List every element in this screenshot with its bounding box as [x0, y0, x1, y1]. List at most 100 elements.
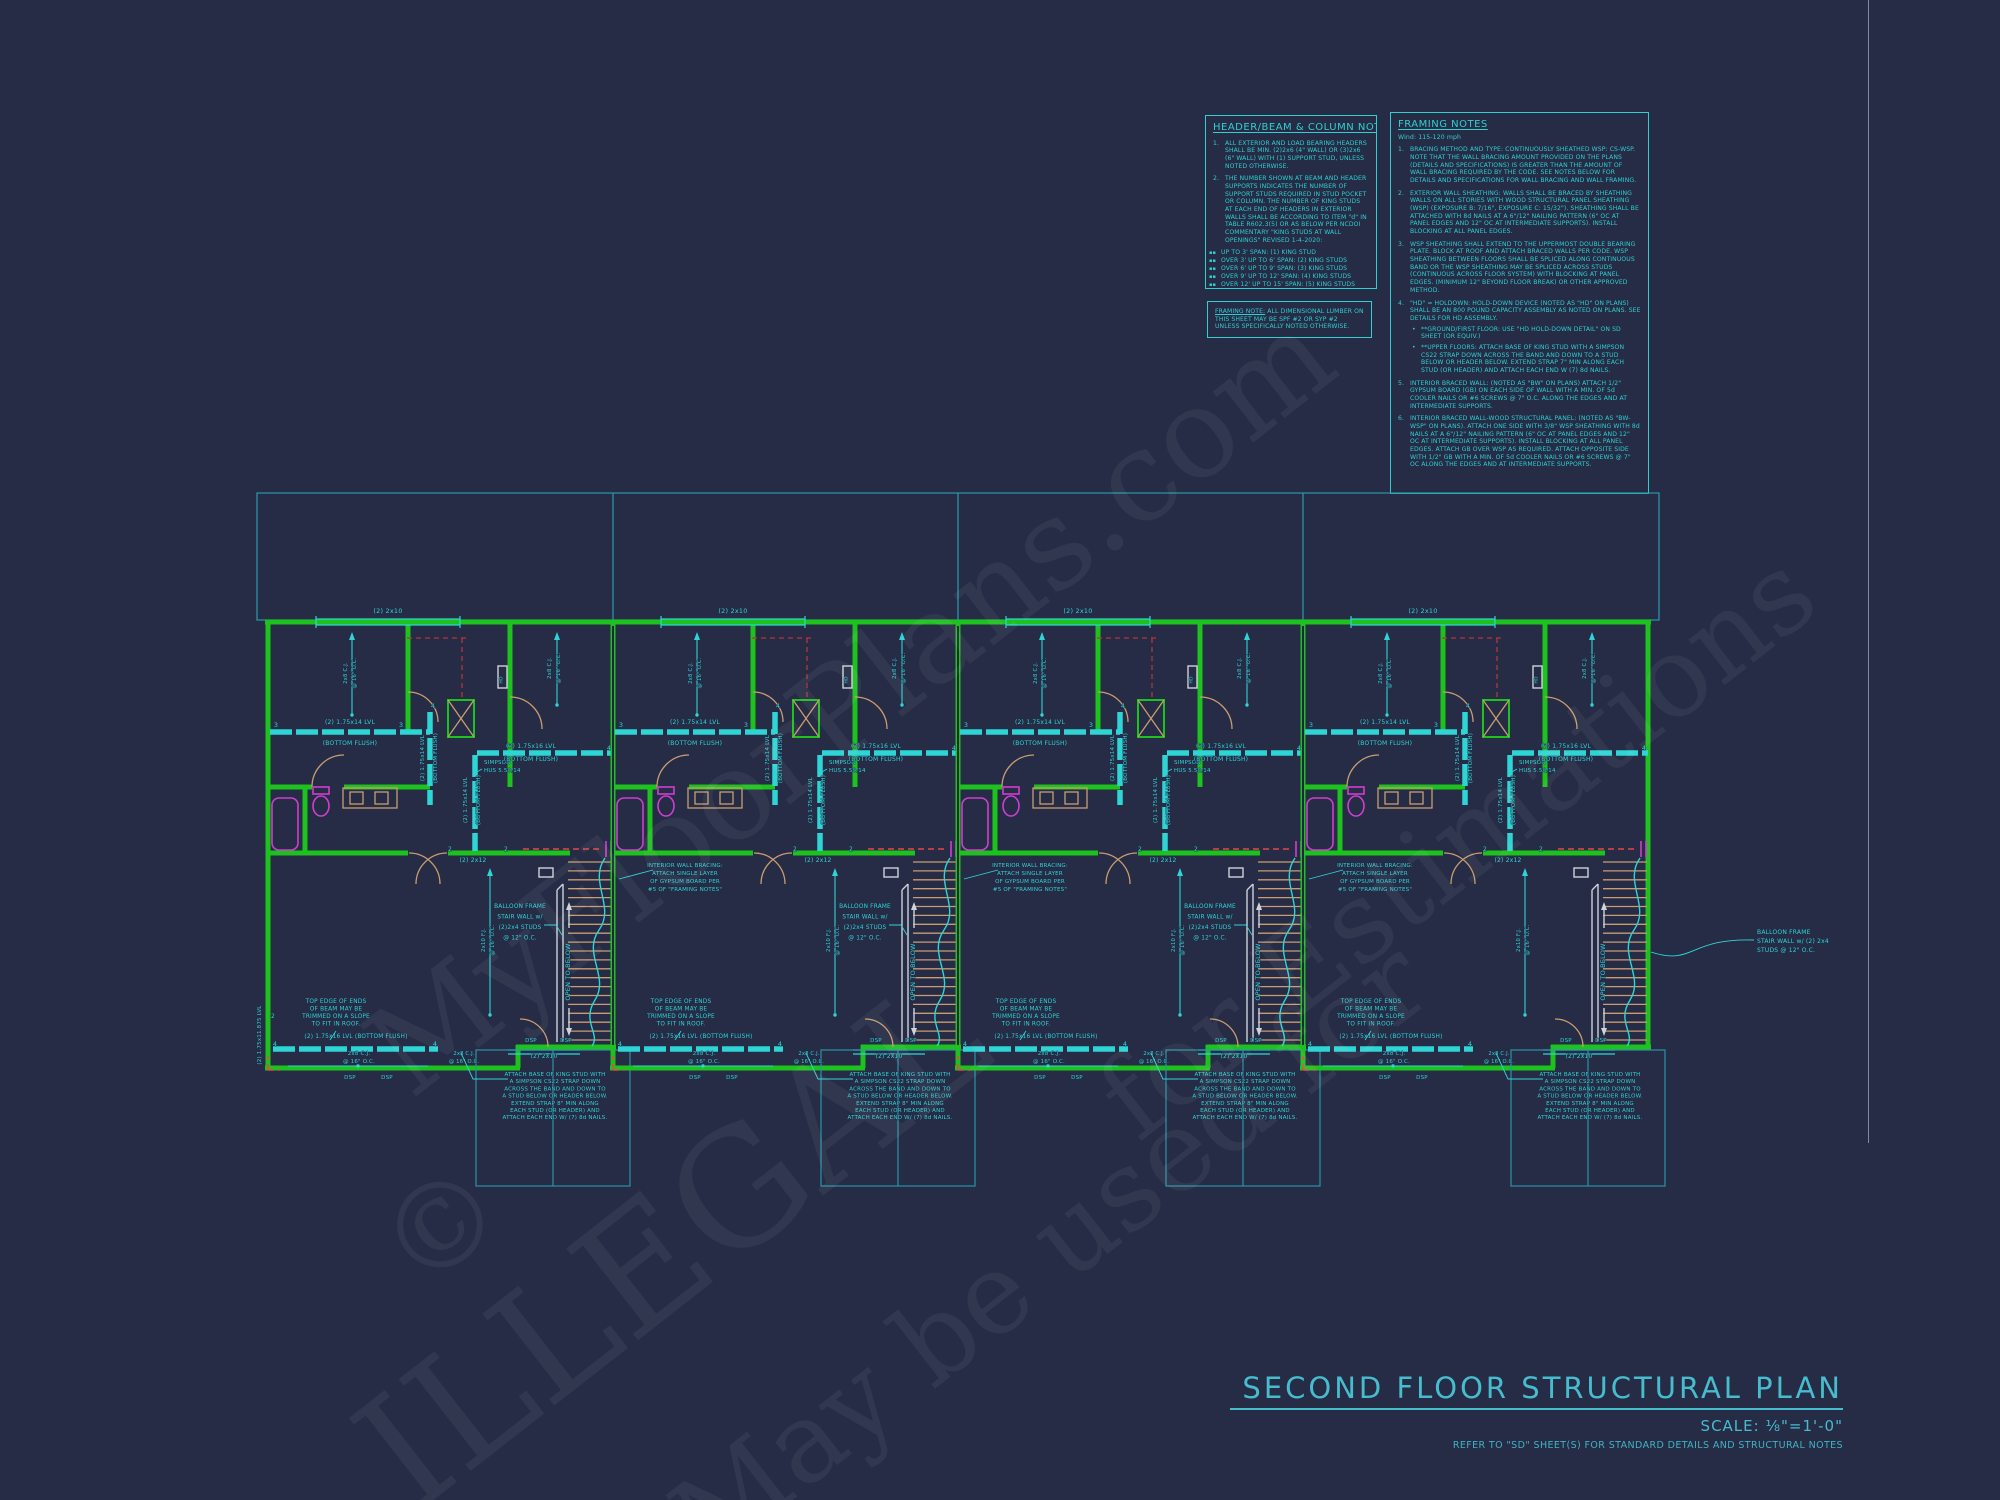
plan-label-balloon-3: @ 12" O.C. [1193, 936, 1227, 942]
plan-label-num4: 4 [952, 744, 956, 752]
plan-label-num4: 4 [778, 1040, 782, 1048]
plan-label-attach_base-2: ACROSS THE BAND AND DOWN TO [849, 1086, 951, 1092]
king-stud-span-row: ▪▪OVER 12' UP TO 15' SPAN: (5) KING STUD… [1209, 281, 1369, 288]
note-item: 6.INTERIOR BRACED WALL-WOOD STRUCTURAL P… [1398, 415, 1641, 469]
plan-label-attach_base-0: ATTACH BASE OF KING STUD WITH [1540, 1072, 1641, 1078]
plan-label-lbl_hd: HD [1534, 676, 1540, 684]
plan-label-lbl_simpson1: SIMPSON [829, 760, 856, 766]
note-item: 1. BRACING METHOD AND TYPE: CONTINUOUSLY … [1398, 146, 1641, 184]
bullet-icon: ▪▪ [1209, 266, 1216, 273]
plan-label-lbl_lvl16_3: (3) 1.75x16 LVL [1541, 743, 1591, 750]
plan-label-lbl_2x10: (2) 2x10 [1408, 607, 1437, 615]
note-item-number: 3. [1398, 240, 1405, 248]
note-subitem: •**GROUND/FIRST FLOOR: USE "HD HOLD-DOWN… [1412, 326, 1641, 341]
plan-label-lbl_cj1: 2x8 C.J. [343, 662, 349, 684]
plan-label-top_edge-3: TO FIT IN ROOF. [1001, 1022, 1051, 1028]
plan-label-lbl_cj2: @ 16" O.C. [352, 657, 358, 688]
plan-label-attach_base-6: ATTACH EACH END W/ (7) 8d NAILS. [1538, 1115, 1643, 1121]
plan-label-interior_bracing-3: #5 OF "FRAMING NOTES" [648, 887, 722, 893]
plan-label-attach_base-3: A STUD BELOW OR HEADER BELOW. [1192, 1094, 1297, 1100]
note-subitem-text: **UPPER FLOORS: ATTACH BASE OF KING STUD… [1421, 343, 1625, 374]
note-item: 1.ALL EXTERIOR AND LOAD BEARING HEADERS … [1213, 140, 1369, 171]
plan-label-lbl_cj1: 2x8 C.J. [892, 657, 898, 679]
plan-label-lbl_cj1: 2x8 C.J. [1038, 1051, 1061, 1057]
plan-label-balloon-0: BALLOON FRAME [1184, 904, 1236, 910]
plan-label-num4: 4 [273, 1040, 277, 1048]
plan-label-lbl_simpson1: SIMPSON [1174, 760, 1201, 766]
plan-label-lbl_lvl14: (2) 1.75x14 LVL [325, 719, 375, 726]
plan-label-lbl_lvl14: (2) 1.75x14 LVL [1015, 719, 1065, 726]
plan-label-attach_base-0: ATTACH BASE OF KING STUD WITH [1195, 1072, 1296, 1078]
plan-label-attach_base-2: ACROSS THE BAND AND DOWN TO [1539, 1086, 1641, 1092]
plan-label-lbl_dsp: DSP [1034, 1075, 1046, 1081]
plan-label-attach_base-0: ATTACH BASE OF KING STUD WITH [850, 1072, 951, 1078]
plan-label-top_edge-0: TOP EDGE OF ENDS [305, 999, 367, 1005]
plan-label-num4: 4 [1642, 744, 1646, 752]
note-item-text: WSP SHEATHING SHALL EXTEND TO THE UPPERM… [1410, 241, 1641, 295]
plan-label-lbl_cj1: 2x8 C.J. [1237, 657, 1243, 679]
notes-box-title: HEADER/BEAM & COLUMN NOTES [1213, 122, 1377, 133]
framing-note-text: ALL DIMENSIONAL LUMBER ON THIS SHEET MAY… [1215, 308, 1364, 331]
plan-label-top_edge-3: TO FIT IN ROOF. [656, 1022, 706, 1028]
bullet-icon: ▪▪ [1209, 250, 1216, 257]
plan-label-lbl_bottom_flush: (BOTTOM FLUSH) [1123, 733, 1129, 783]
plan-label-num4: 4 [963, 1040, 967, 1048]
plan-label-interior_bracing-1: ATTACH SINGLE LAYER [652, 871, 718, 877]
plan-label-num2: 2 [1138, 846, 1142, 853]
plan-label-lbl_bottom_flush: (BOTTOM FLUSH) [433, 733, 439, 783]
note-line: STAIR WALL w/ (2) 2x4 [1757, 938, 1829, 945]
attic-outline [256, 492, 1660, 621]
plan-label-lbl_fj1: 2x10 F.J. [826, 928, 832, 952]
plan-label-top_edge-0: TOP EDGE OF ENDS [1340, 999, 1402, 1005]
plan-label-lbl_dsp: DSP [1071, 1075, 1083, 1081]
note-item-text: INTERIOR BRACED WALL-WOOD STRUCTURAL PAN… [1410, 415, 1641, 469]
plan-label-lbl_cj1: 2x8 C.J. [1143, 1051, 1165, 1057]
plan-label-lbl_bottom_flush: (BOTTOM FLUSH) [1468, 733, 1474, 783]
note-item-paragraph: WSP SHEATHING SHALL EXTEND TO THE UPPERM… [1410, 240, 1636, 294]
plan-label-attach_base-2: ACROSS THE BAND AND DOWN TO [1194, 1086, 1296, 1092]
plan-label-lbl_cj1: 2x8 C.J. [1033, 662, 1039, 684]
plan-label-interior_bracing-2: OF GYPSUM BOARD PER [995, 879, 1065, 885]
plan-label-num4: 4 [1123, 1040, 1127, 1048]
plan-label-lbl_fj2: @ 16" O.C. [1180, 924, 1186, 955]
plan-label-lbl_fj1: 2x10 F.J. [481, 928, 487, 952]
plan-label-lbl_dsp: DSP [1379, 1075, 1391, 1081]
plan-label-top_edge-1: OF BEAM MAY BE [1000, 1007, 1053, 1013]
plan-label-lbl_cj1: 2x8 C.J. [1383, 1051, 1406, 1057]
sheet-title: SECOND FLOOR STRUCTURAL PLAN [1230, 1371, 1843, 1410]
notes-box-title: FRAMING NOTES [1398, 119, 1488, 130]
sheet-reference-note: REFER TO "SD" SHEET(S) FOR STANDARD DETA… [1452, 1440, 1843, 1451]
title-block: SECOND FLOOR STRUCTURAL PLAN SCALE: ⅛"=1… [1230, 1371, 1843, 1451]
plan-label-num4: 4 [1297, 744, 1301, 752]
plan-label-attach_base-1: A SIMPSON CS22 STRAP DOWN [1545, 1079, 1636, 1085]
plan-label-lbl_bottom_flush: (BOTTOM FLUSH) [323, 740, 377, 747]
plan-label-lbl_dsp: DSP [1215, 1038, 1227, 1044]
framing-note-small-box: FRAMING NOTE: ALL DIMENSIONAL LUMBER ON … [1207, 301, 1372, 339]
plan-label-top_edge-2: TRIMMED ON A SLOPE [991, 1014, 1060, 1020]
plan-label-balloon-3: @ 12" O.C. [848, 936, 882, 942]
plan-label-lbl_cj1: 2x8 C.J. [453, 1051, 475, 1057]
plan-label-attach_base-5: EACH STUD (OR HEADER) AND [1545, 1108, 1635, 1114]
plan-label-lbl_2x12: (2) 2x12 [1494, 857, 1521, 864]
plan-label-balloon-0: BALLOON FRAME [839, 904, 891, 910]
note-item-text: BRACING METHOD AND TYPE: CONTINUOUSLY SH… [1410, 146, 1641, 184]
plan-label-lbl_cj2: @ 16" O.C. [1246, 652, 1252, 683]
note-subitem: •**UPPER FLOORS: ATTACH BASE OF KING STU… [1412, 344, 1641, 375]
note-item-number: 1. [1398, 146, 1405, 154]
plan-label-top_edge-2: TRIMMED ON A SLOPE [301, 1014, 370, 1020]
plan-label-num3: 3 [1434, 721, 1438, 729]
plan-label-interior_bracing-0: INTERIOR WALL BRACING: [1337, 863, 1413, 869]
plan-label-interior_bracing-3: #5 OF "FRAMING NOTES" [993, 887, 1067, 893]
plan-label-lbl_bottom_flush: (BOTTOM FLUSH) [504, 756, 558, 763]
plan-label-lbl_simpson2: HUS 5.50/14 [484, 768, 521, 774]
plan-label-lbl_cj1: 2x8 C.J. [1582, 657, 1588, 679]
plan-label-lbl_bottom_flush: (BOTTOM FLUSH) [849, 756, 903, 763]
note-item-text: ALL EXTERIOR AND LOAD BEARING HEADERS SH… [1225, 139, 1367, 170]
plan-label-lbl_simpson2: HUS 5.50/14 [829, 768, 866, 774]
plan-label-lbl_cj1: 2x8 C.J. [798, 1051, 820, 1057]
plan-label-lbl_cj2: @ 16" O.C. [794, 1059, 824, 1065]
plan-label-lbl_bottom_flush: (BOTTOM FLUSH) [1511, 775, 1517, 825]
plan-label-interior_bracing-0: INTERIOR WALL BRACING: [992, 863, 1068, 869]
